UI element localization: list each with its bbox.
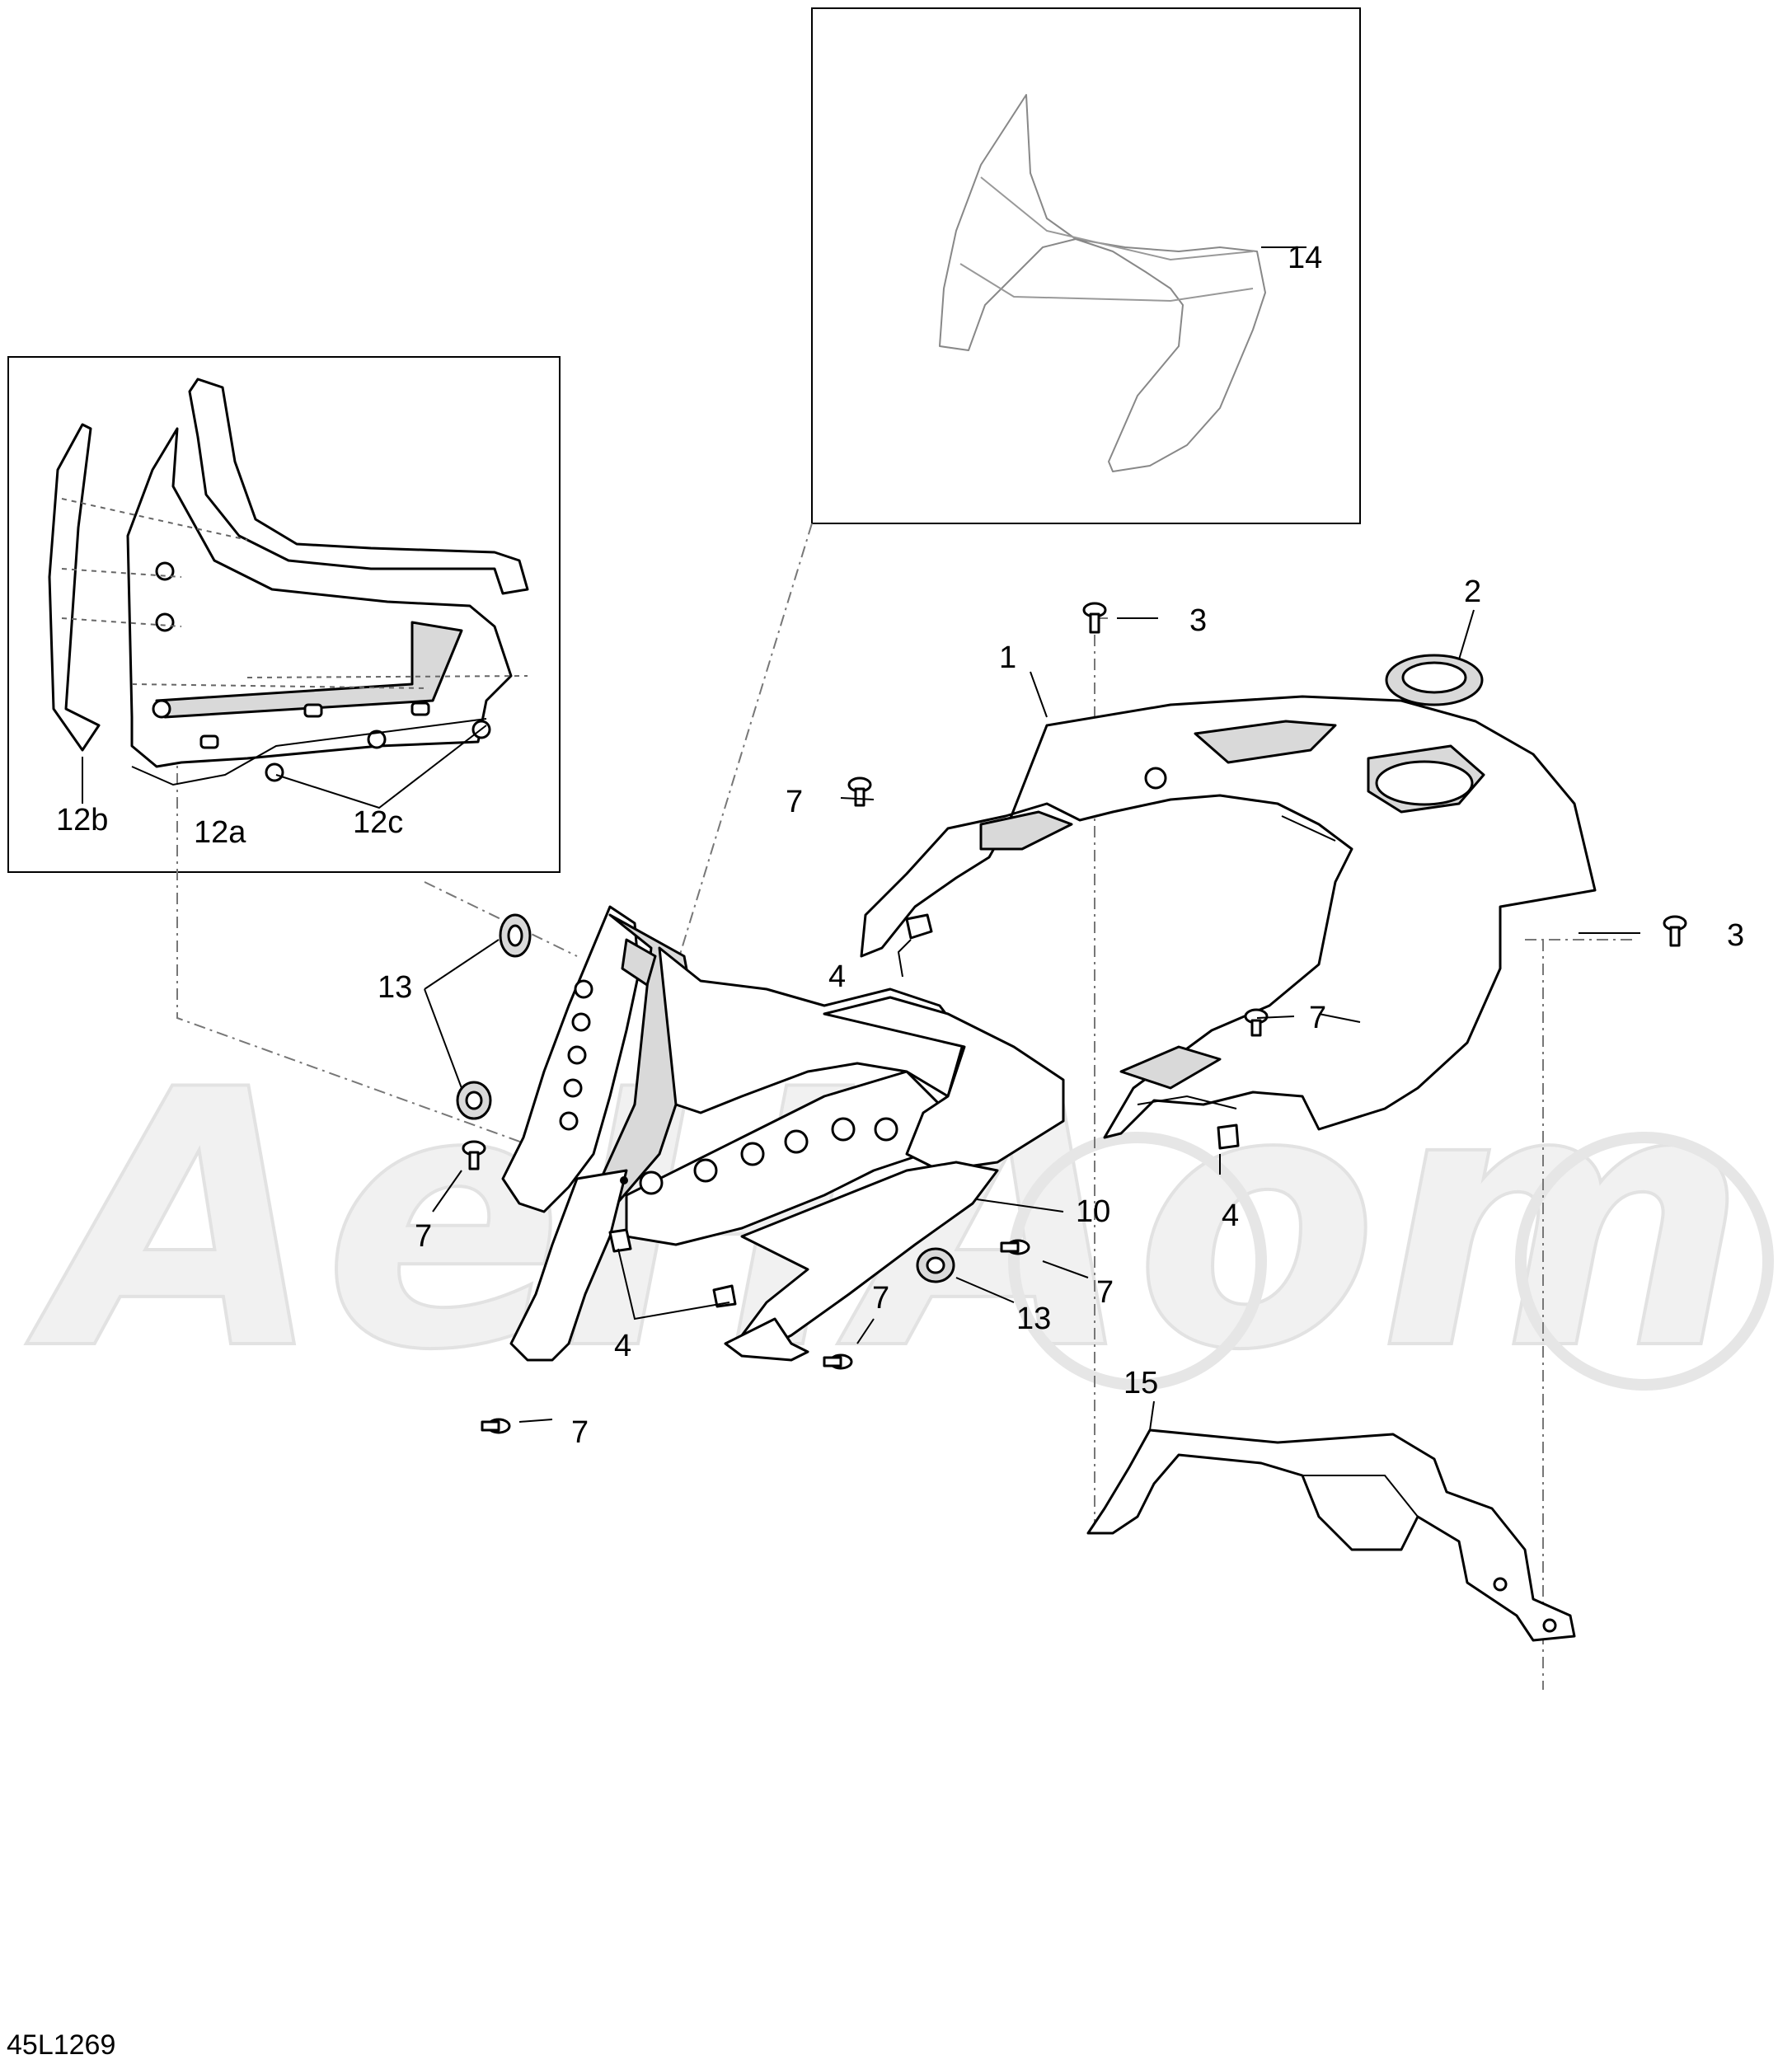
clip-4-d [712,1284,737,1308]
callout-13-right: 13 [1016,1302,1051,1336]
leader-lines [82,246,1640,1431]
callout-3-right: 3 [1727,918,1744,953]
tank-cover [860,695,1597,1139]
screw-7-c [462,1140,486,1170]
windshield-kit [48,378,529,782]
screw-7-b [1244,1008,1269,1037]
screw-7-a [847,776,872,807]
callout-4-right: 4 [1222,1199,1239,1233]
drawing-code: 45L1269 [7,2029,115,2061]
front-panel [501,905,1065,1362]
detail-frame-kit [7,356,561,873]
callout-13-left: 13 [378,970,412,1005]
callout-1: 1 [999,640,1016,675]
callout-10: 10 [1076,1194,1110,1229]
panel-holes [559,979,898,1195]
screw-7-d [1000,1239,1030,1255]
screw-7-f [481,1418,511,1434]
callout-14: 14 [1288,241,1322,275]
callouts: 1 2 3 3 4 4 4 7 7 7 7 7 7 10 12a 12b 12c… [56,241,1744,1450]
detail-frame-windshield [811,7,1361,524]
callout-7-mid: 7 [1096,1275,1114,1310]
callout-4-bottom: 4 [614,1329,631,1363]
callout-12a: 12a [194,815,246,850]
callout-7-bottom: 7 [571,1415,589,1450]
screw-3-right [1663,915,1687,947]
callout-4-top: 4 [828,959,846,994]
callout-7-left: 7 [415,1219,432,1254]
callout-7-low: 7 [872,1281,889,1316]
fasteners [462,602,1687,1434]
screw-7-e [823,1353,853,1370]
callout-7-right: 7 [1309,1001,1326,1035]
callout-7-top: 7 [786,785,803,819]
clip-4-c [608,1228,632,1253]
callout-2: 2 [1464,575,1481,609]
screw-3-top [1082,602,1107,634]
fuel-cap-ring [1385,654,1484,706]
windshield [939,94,1266,472]
clip-4-a [905,913,933,940]
callout-15: 15 [1124,1366,1158,1400]
callout-3-top: 3 [1189,603,1207,638]
clip-4-b [1217,1123,1240,1150]
callout-12c: 12c [353,805,403,840]
bracket [1086,1428,1576,1642]
grommets [456,913,955,1283]
callout-12b: 12b [56,803,108,837]
